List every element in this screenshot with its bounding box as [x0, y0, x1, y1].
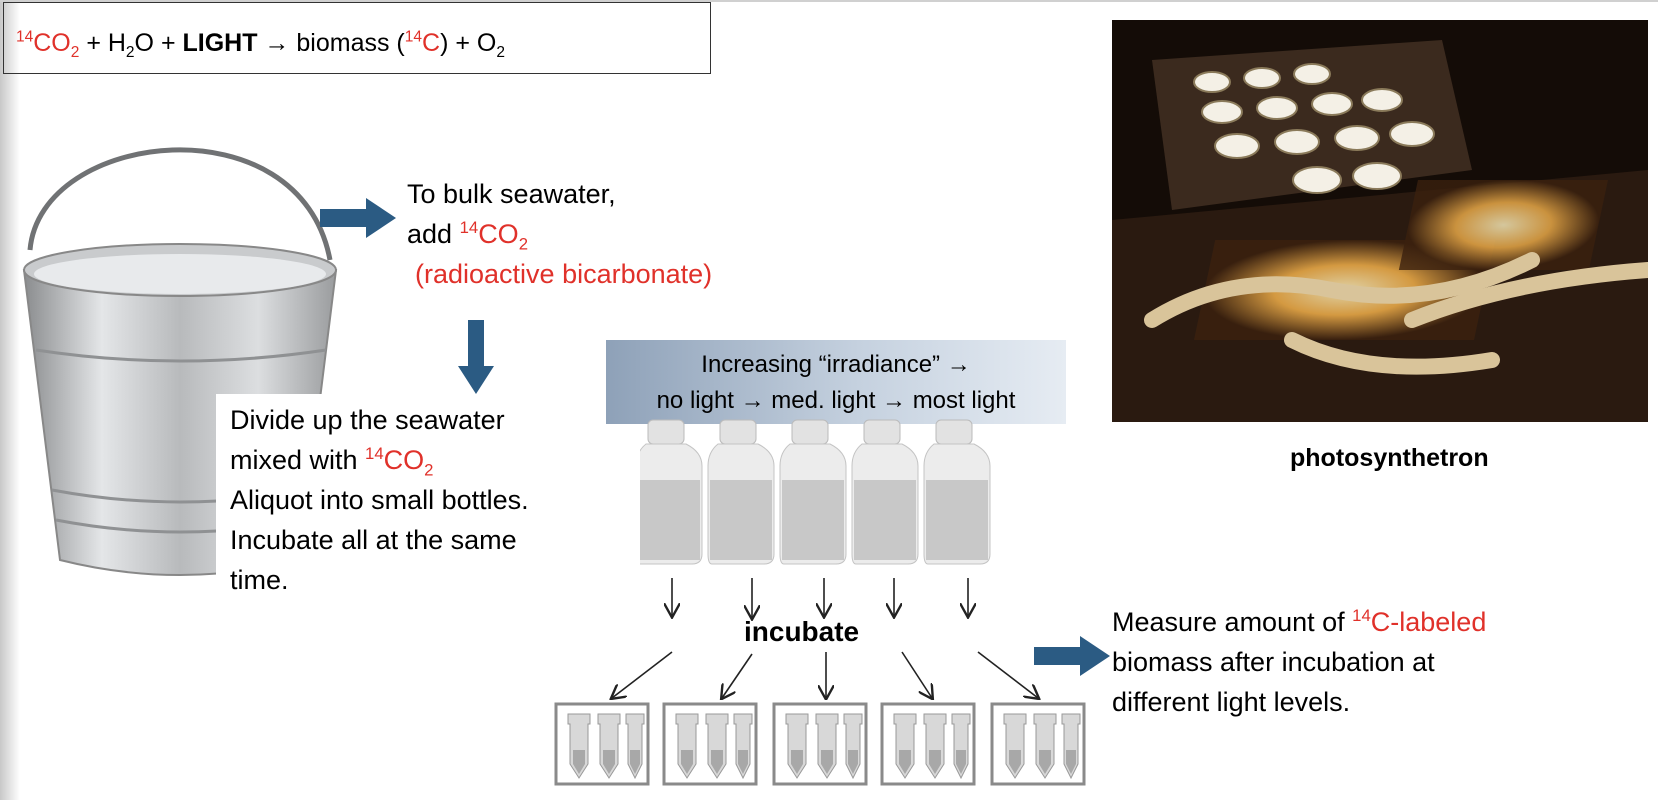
bottle — [707, 419, 775, 565]
right-arrow-icon — [320, 198, 396, 238]
left-shadow — [0, 0, 20, 800]
step2-line1: Divide up the seawater — [230, 405, 505, 435]
step2-co2-sub: 2 — [424, 460, 434, 480]
eq-co2: 14CO2 — [16, 28, 79, 60]
tube-group — [785, 713, 863, 779]
photosynthetron-photo — [1112, 20, 1648, 422]
bottle — [640, 419, 703, 565]
step2-co: CO — [383, 445, 425, 475]
measure-c-labeled: C-labeled — [1370, 607, 1487, 637]
eq-light: LIGHT — [182, 29, 258, 57]
bottle — [851, 419, 919, 565]
step1-line3: (radioactive bicarbonate) — [415, 259, 713, 289]
measure-isotope: 14 — [1352, 606, 1371, 625]
step1-line2: add 14CO2 — [407, 214, 528, 254]
measure-amount: Measure amount of — [1112, 607, 1353, 637]
step2-line2: mixed with 14CO2 — [230, 440, 433, 480]
eq-h2o-sub: 2 — [125, 44, 135, 61]
eq-o: O + — [134, 29, 183, 57]
step2-line3: Aliquot into small bottles. — [230, 485, 529, 515]
measure-line1: Measure amount of 14C-labeled — [1112, 602, 1486, 642]
step1-add: add — [407, 219, 460, 249]
eq-arrow: → — [257, 29, 297, 57]
tube-group — [567, 713, 645, 780]
down-arrow-icon — [458, 320, 494, 394]
eq-biomass-c: C — [422, 29, 441, 57]
eq-o2: ) + O — [440, 29, 497, 57]
step2-mixed: mixed with — [230, 445, 366, 475]
step1-isotope: 14 — [459, 218, 479, 237]
eq-biomass-isotope: 14 — [404, 28, 423, 46]
step1-co2: 14CO2 — [459, 218, 528, 252]
bottle — [779, 419, 847, 565]
incubation-flow-arrows — [590, 578, 1060, 700]
step2-line5: time. — [230, 565, 289, 595]
step2-co2: 14CO2 — [365, 444, 433, 478]
eq-co: CO — [33, 29, 71, 57]
eq-h: + H — [79, 29, 126, 57]
photosynthesis-equation: 14CO2 + H2O + LIGHT → biomass (14C) + O2 — [3, 2, 711, 74]
irradiance-line2: no light → med. light → most light — [656, 387, 1016, 414]
eq-biomass: biomass ( — [296, 29, 405, 57]
irradiance-line1: Increasing “irradiance” → — [701, 351, 971, 378]
incubate-label: incubate — [744, 616, 860, 647]
right-arrow-icon — [1034, 636, 1110, 676]
eq-co2-sub: 2 — [70, 44, 80, 61]
bottle — [923, 419, 991, 565]
sample-tubes — [554, 702, 1086, 786]
photo-caption: photosynthetron — [1290, 444, 1489, 472]
tube-group — [893, 713, 971, 779]
eq-isotope: 14 — [16, 28, 34, 46]
step1-co2-sub: 2 — [518, 234, 528, 254]
tube-group — [1003, 713, 1081, 779]
measure-line3: different light levels. — [1112, 687, 1351, 717]
measure-line2: biomass after incubation at — [1112, 647, 1435, 677]
measure-label: 14C-labeled — [1352, 607, 1486, 637]
irradiance-banner: Increasing “irradiance” → no light → med… — [606, 340, 1066, 424]
step1-co: CO — [478, 219, 519, 249]
sample-bottles — [640, 419, 991, 565]
tube-group — [675, 713, 753, 779]
step2-isotope: 14 — [365, 444, 384, 463]
top-border — [0, 0, 1658, 2]
step2-panel — [216, 394, 596, 604]
step2-line4: Incubate all at the same — [230, 525, 517, 555]
eq-o2-sub: 2 — [496, 44, 505, 61]
step1-line1: To bulk seawater, — [407, 179, 616, 209]
